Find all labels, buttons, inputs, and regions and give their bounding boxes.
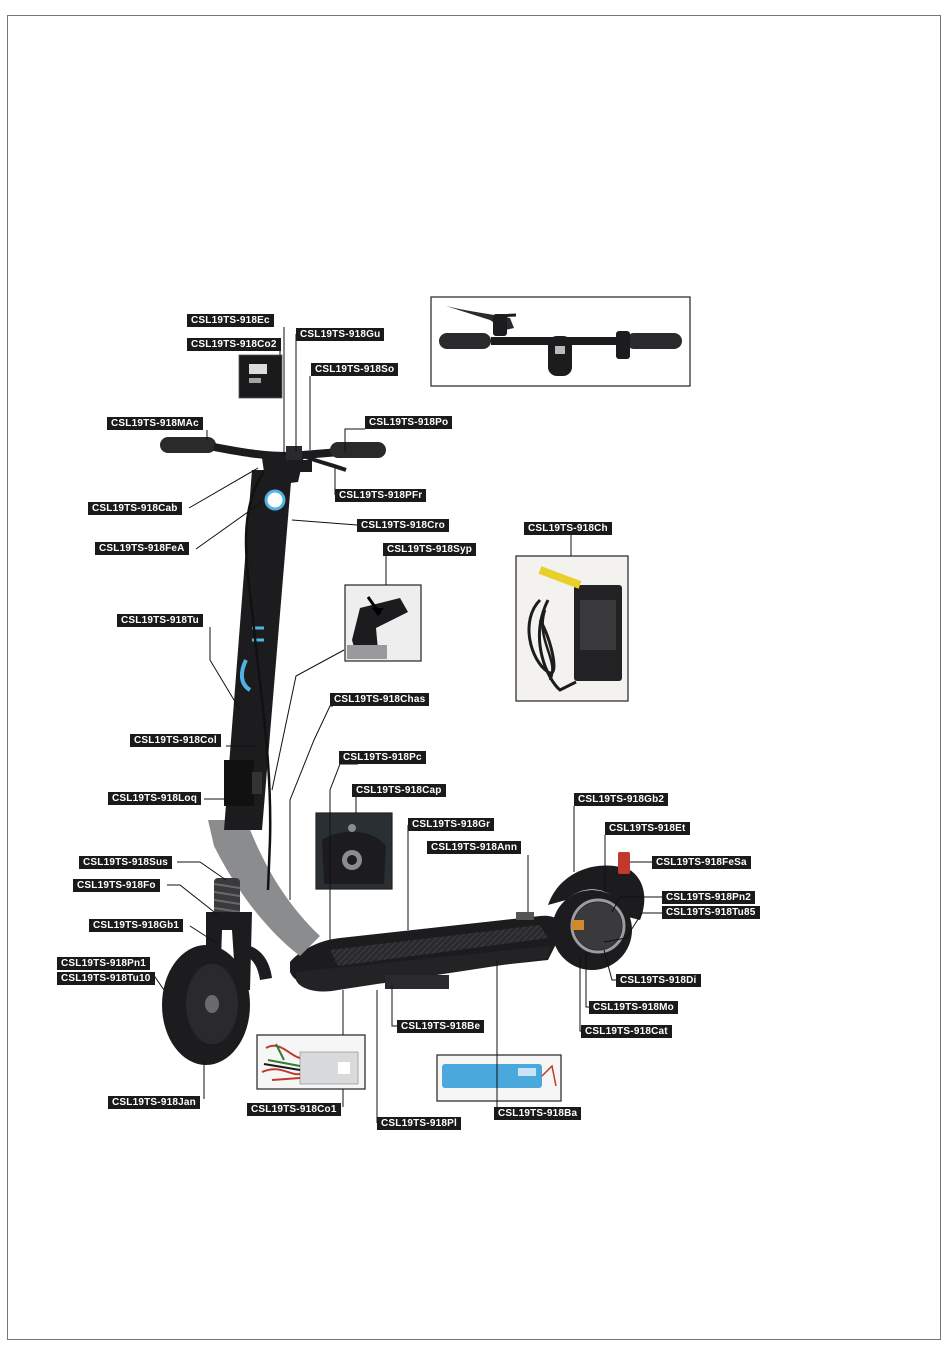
label-be: CSL19TS-918Be — [397, 1020, 485, 1033]
label-gb1: CSL19TS-918Gb1 — [89, 919, 184, 932]
label-po: CSL19TS-918Po — [365, 416, 453, 429]
label-syp: CSL19TS-918Syp — [383, 543, 477, 556]
label-pl: CSL19TS-918Pl — [377, 1117, 461, 1130]
label-fea: CSL19TS-918FeA — [95, 542, 189, 555]
label-co2: CSL19TS-918Co2 — [187, 338, 281, 351]
controller-inset — [256, 1034, 366, 1090]
label-sus: CSL19TS-918Sus — [79, 856, 173, 869]
label-gu: CSL19TS-918Gu — [296, 328, 385, 341]
label-pc: CSL19TS-918Pc — [339, 751, 426, 764]
label-et: CSL19TS-918Et — [605, 822, 690, 835]
label-so: CSL19TS-918So — [311, 363, 399, 376]
page-frame — [7, 15, 941, 1340]
label-tu10: CSL19TS-918Tu10 — [57, 972, 155, 985]
label-tu: CSL19TS-918Tu — [117, 614, 203, 627]
label-gb2: CSL19TS-918Gb2 — [574, 793, 669, 806]
motor-cap-inset — [315, 812, 393, 890]
label-ann: CSL19TS-918Ann — [427, 841, 522, 854]
folding-joint-inset — [344, 584, 422, 662]
battery-inset — [436, 1054, 562, 1102]
label-tu85: CSL19TS-918Tu85 — [662, 906, 760, 919]
label-mac: CSL19TS-918MAc — [107, 417, 203, 430]
label-pn2: CSL19TS-918Pn2 — [662, 891, 756, 904]
label-ch: CSL19TS-918Ch — [524, 522, 612, 535]
charger-inset — [515, 555, 629, 702]
label-pfr: CSL19TS-918PFr — [335, 489, 427, 502]
label-chas: CSL19TS-918Chas — [330, 693, 430, 706]
label-col: CSL19TS-918Col — [130, 734, 221, 747]
label-cap: CSL19TS-918Cap — [352, 784, 446, 797]
label-cab: CSL19TS-918Cab — [88, 502, 182, 515]
label-loq: CSL19TS-918Loq — [108, 792, 202, 805]
label-ba: CSL19TS-918Ba — [494, 1107, 582, 1120]
label-di: CSL19TS-918Di — [616, 974, 701, 987]
label-cat: CSL19TS-918Cat — [581, 1025, 672, 1038]
handlebar-detail-inset — [430, 296, 691, 387]
label-fesa: CSL19TS-918FeSa — [652, 856, 751, 869]
label-ec: CSL19TS-918Ec — [187, 314, 274, 327]
label-co1: CSL19TS-918Co1 — [247, 1103, 341, 1116]
leader-lines — [152, 327, 662, 1123]
scooter-main-image — [160, 437, 645, 1065]
label-fo: CSL19TS-918Fo — [73, 879, 160, 892]
label-cro: CSL19TS-918Cro — [357, 519, 449, 532]
label-gr: CSL19TS-918Gr — [408, 818, 495, 831]
label-mo: CSL19TS-918Mo — [589, 1001, 678, 1014]
label-jan: CSL19TS-918Jan — [108, 1096, 200, 1109]
label-pn1: CSL19TS-918Pn1 — [57, 957, 151, 970]
display-inset — [238, 354, 283, 399]
